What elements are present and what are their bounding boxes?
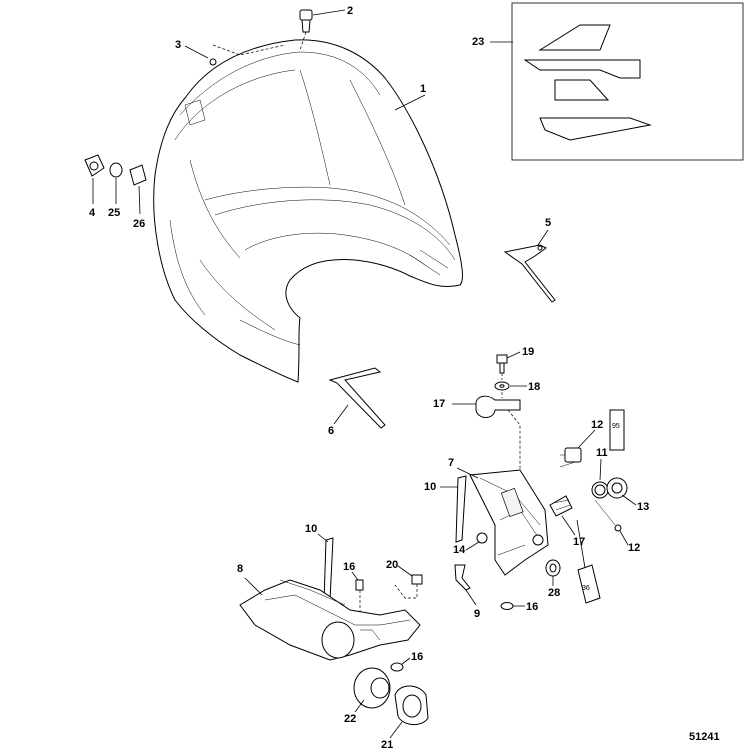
bolt-part-21 [496, 354, 508, 374]
callout-26: 25 [108, 207, 120, 219]
grommet-part-24 [353, 667, 391, 709]
rod-part-10a [455, 475, 467, 543]
callout-5: 5 [545, 217, 551, 229]
drawing-number: 51241 [689, 731, 720, 743]
callout-1: 1 [420, 83, 426, 95]
callout-22: 20 [386, 559, 398, 571]
callout-19: 17 [433, 398, 445, 410]
seal-part-28 [545, 559, 561, 577]
callout-9: 9 [474, 608, 480, 620]
top-cowl-part [153, 39, 463, 383]
callout-17-text: 17 [573, 536, 585, 548]
nut-part-3 [209, 58, 217, 66]
callout-13: 12 [591, 419, 603, 431]
clip-part-9 [454, 564, 471, 591]
washer-part-16b [390, 662, 404, 672]
washer-part-16a [500, 602, 514, 610]
callout-14: 13 [637, 501, 649, 513]
washer-part-20 [494, 381, 510, 391]
callout-18: 16 [343, 561, 355, 573]
callout-16b-text: 16 [411, 651, 423, 663]
screw-part-18 [355, 579, 364, 591]
callout-12-text: 12 [628, 542, 640, 554]
callout-6: 6 [328, 425, 334, 437]
callout-20: 18 [528, 381, 540, 393]
fastener-part-2 [299, 9, 313, 33]
decal-kit-part-25 [511, 2, 744, 161]
kit-label-95: 95 [612, 423, 620, 430]
rod-part-10b [323, 537, 334, 603]
nut-part-15 [476, 532, 488, 544]
callout-15: 14 [453, 544, 466, 556]
housing-part-7 [469, 469, 549, 576]
callout-28: 28 [548, 587, 560, 599]
callout-23: 21 [381, 739, 393, 750]
callout-4-label: 4 [89, 207, 96, 219]
plug-part-14 [606, 477, 628, 499]
sleeve-part-27 [129, 164, 147, 186]
callout-25: 23 [472, 36, 484, 48]
clamp-part-19 [475, 395, 521, 418]
nut-part-22 [411, 574, 423, 585]
callout-8: 8 [237, 563, 243, 575]
callout-10a: 10 [424, 481, 436, 493]
callout-21: 19 [522, 346, 534, 358]
callout-27: 26 [133, 218, 145, 230]
callout-24: 22 [344, 713, 356, 725]
callout-2: 2 [347, 5, 353, 17]
sleeve-part-23 [394, 685, 429, 725]
connector-part-13 [559, 447, 582, 468]
tube-part-36: 36 [577, 564, 601, 604]
callout-11: 11 [596, 447, 608, 459]
bracket-part-5 [503, 244, 556, 303]
callout-16a: 16 [526, 601, 538, 613]
kit-label-36: 36 [582, 585, 590, 592]
link-rod-part-6 [328, 367, 386, 429]
lanyard-part-12 [594, 499, 622, 532]
grommet-part-4 [84, 154, 105, 177]
callout-3: 3 [175, 39, 181, 51]
ring-part-26 [109, 162, 123, 178]
callout-10b: 10 [305, 523, 317, 535]
callout-7: 7 [448, 457, 454, 469]
fitting-part-17 [549, 495, 573, 517]
oring-part-11 [591, 481, 609, 499]
tube-part-95: 95 [609, 409, 625, 451]
lower-cowl-part-8 [239, 579, 421, 661]
